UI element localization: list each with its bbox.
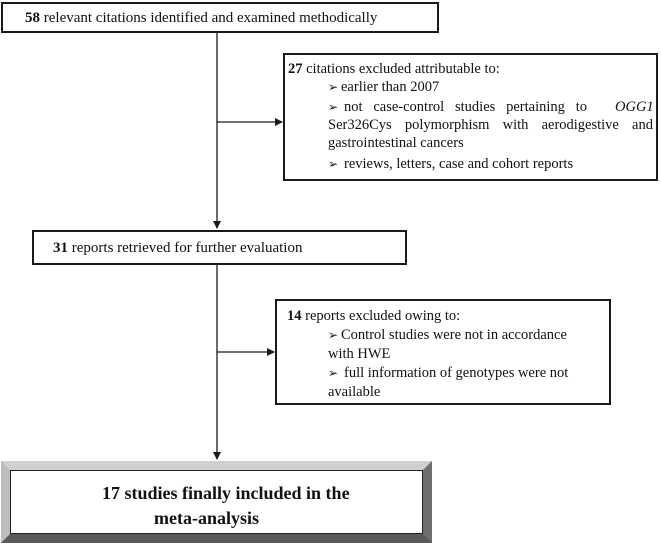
bullet-arrow-icon: ➢ (328, 157, 339, 171)
final-included-box: 17 studies finally included in the meta-… (1, 461, 432, 543)
exclusion1-bullet-reviews: ➢reviews, letters, case and cohort repor… (328, 156, 574, 172)
identified-label: relevant citations identified and examin… (43, 10, 378, 26)
retrieved-reports-box: 31 reports retrieved for further evaluat… (32, 230, 407, 265)
final-line-2: meta-analysis (154, 508, 259, 528)
exclusion-box-2: 14 reports excluded owing to: ➢Control s… (275, 299, 611, 405)
exclusion2-bullet-genotypes: ➢full information of genotypes were not (328, 365, 569, 381)
final-count: 17 (102, 483, 120, 503)
bullet-arrow-icon: ➢ (328, 366, 339, 380)
exclusion2-bullet-genotypes-cont: available (328, 384, 381, 400)
exclusion2-heading: 14 reports excluded owing to: (287, 308, 461, 324)
final-line-1: 17 studies finally included in the (102, 483, 350, 503)
exclusion2-count: 14 (287, 308, 302, 324)
retrieved-count: 31 (53, 240, 68, 256)
exclusion1-bullet-study-type-cont: Ser326Cys polymorphism with aerodigestiv… (328, 117, 653, 133)
retrieved-label: reports retrieved for further evaluation (71, 240, 303, 256)
bullet-arrow-icon: ➢ (328, 100, 339, 114)
exclusion-box-1: 27 citations excluded attributable to: ➢… (283, 53, 658, 181)
identified-citations-text: 58 relevant citations identified and exa… (25, 9, 377, 27)
exclusion1-bullet-study-type-cont2: gastrointestinal cancers (328, 135, 464, 151)
exclusion2-bullet-hwe-cont: with HWE (328, 346, 391, 362)
exclusion1-bullet-date: ➢earlier than 2007 (328, 79, 440, 95)
exclusion1-heading: 27 citations excluded attributable to: (288, 61, 500, 77)
exclusion2-bullet-hwe: ➢Control studies were not in accordance (328, 327, 567, 343)
bullet-arrow-icon: ➢ (328, 80, 339, 94)
bullet-arrow-icon: ➢ (328, 328, 339, 342)
identified-citations-box: 58 relevant citations identified and exa… (1, 2, 439, 33)
retrieved-reports-text: 31 reports retrieved for further evaluat… (53, 239, 302, 257)
exclusion1-count: 27 (288, 61, 303, 77)
identified-count: 58 (25, 10, 40, 26)
gene-name-ogg1: OGG1 (615, 99, 654, 115)
